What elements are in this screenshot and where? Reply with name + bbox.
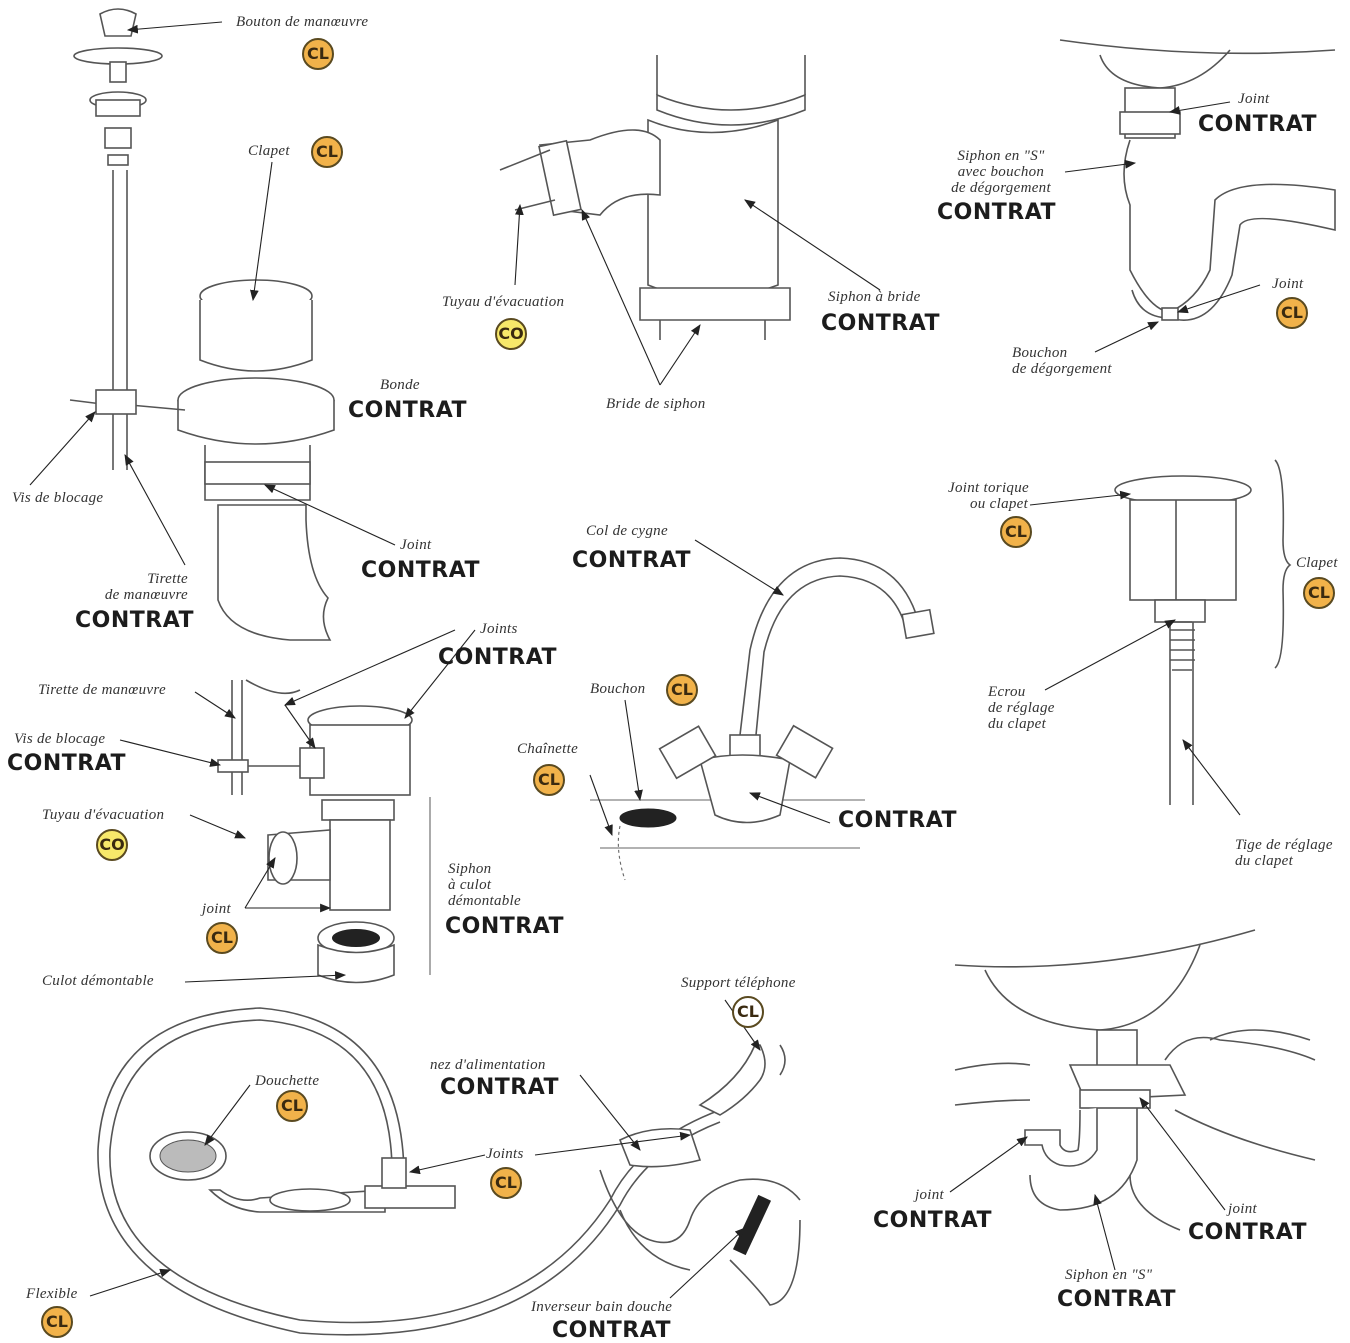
siphon-culot-label-3: démontable (448, 893, 521, 909)
joints-contrat: CONTRAT (438, 645, 558, 670)
inverseur-label: Inverseur bain douche (531, 1299, 673, 1315)
siphon-bride-drawing (499, 55, 806, 340)
clapet-badge: CL (311, 136, 343, 168)
joint-torique-badge: CL (1000, 516, 1032, 548)
bonde-drawing (69, 8, 335, 641)
support-telephone-label: Support téléphone (681, 975, 796, 991)
joint-right-contrat: CONTRAT (1188, 1220, 1308, 1245)
bouchon-label: Bouchon (590, 681, 646, 697)
douchette-badge: CL (276, 1090, 308, 1122)
siphon-culot-label-2: à culot (448, 877, 492, 893)
tuyau-evacuation-2-label: Tuyau d'évacuation (42, 807, 165, 823)
bouchon-degorgement-label-1: Bouchon (1012, 345, 1068, 361)
vis-blocage-2-contrat: CONTRAT (7, 751, 127, 776)
joint-left-contrat: CONTRAT (873, 1208, 993, 1233)
ecrou-label-1: Ecrou (988, 684, 1026, 700)
tige-reglage-label-2: du clapet (1235, 853, 1294, 869)
joint-label: Joint (400, 537, 432, 553)
siphon-culot-contrat: CONTRAT (445, 914, 565, 939)
joint-culot-badge: CL (206, 922, 238, 954)
joint-contrat: CONTRAT (361, 558, 481, 583)
joint-left-label: joint (915, 1187, 945, 1203)
joint-top-label: Joint (1238, 91, 1270, 107)
clapet-label: Clapet (248, 143, 290, 159)
tirette-manoeuvre-label: Tirette de manœuvre (38, 682, 166, 698)
siphon-s-top-drawing (1059, 39, 1336, 321)
robinet-contrat: CONTRAT (838, 808, 958, 833)
joints-douche-badge: CL (490, 1167, 522, 1199)
tirette-label-1: Tirette (147, 571, 188, 587)
douchette-label: Douchette (255, 1073, 320, 1089)
joint-top-contrat: CONTRAT (1198, 112, 1318, 137)
col-cygne-contrat: CONTRAT (572, 548, 692, 573)
vis-blocage-label: Vis de blocage (12, 490, 104, 506)
clapet-detail-drawing (1114, 459, 1292, 805)
joints-label: Joints (480, 621, 518, 637)
bonde-contrat: CONTRAT (348, 398, 468, 423)
nez-alimentation-contrat: CONTRAT (440, 1075, 560, 1100)
siphon-s-bottom-label: Siphon en "S" (1065, 1267, 1153, 1283)
siphon-bride-label: Siphon à bride (828, 289, 921, 305)
joint-culot-label: joint (202, 901, 232, 917)
bouton-manoeuvre-badge: CL (302, 38, 334, 70)
siphon-s-label-1: Siphon en "S" (957, 148, 1045, 164)
joint-bottom-label: Joint (1272, 276, 1304, 292)
tirette-label-2: de manœuvre (104, 587, 188, 603)
siphon-culot-drawing (217, 679, 431, 984)
leader-lines (29, 21, 1261, 1299)
siphon-bride-contrat: CONTRAT (821, 311, 941, 336)
flexible-label: Flexible (26, 1286, 78, 1302)
siphon-s-label-3: de dégorgement (951, 180, 1051, 196)
chainette-label: Chaînette (517, 741, 579, 757)
culot-demontable-label: Culot démontable (42, 973, 154, 989)
inverseur-contrat: CONTRAT (552, 1318, 672, 1343)
joint-torique-label-2: ou clapet (970, 496, 1029, 512)
col-cygne-label: Col de cygne (586, 523, 668, 539)
ecrou-label-3: du clapet (988, 716, 1047, 732)
bouchon-degorgement-label-2: de dégorgement (1012, 361, 1112, 377)
ecrou-label-2: de réglage (988, 700, 1055, 716)
bouton-manoeuvre-label: Bouton de manœuvre (236, 14, 369, 30)
siphon-s-bottom-contrat: CONTRAT (1057, 1287, 1177, 1312)
flexible-badge: CL (41, 1306, 73, 1338)
joint-right-label: joint (1228, 1201, 1258, 1217)
joint-torique-label-1: Joint torique (948, 480, 1029, 496)
nez-alimentation-label: nez d'alimentation (430, 1057, 546, 1073)
clapet-detail-label: Clapet (1296, 555, 1338, 571)
tirette-contrat: CONTRAT (75, 608, 195, 633)
tuyau-evacuation-label: Tuyau d'évacuation (442, 294, 565, 310)
joint-bottom-badge: CL (1276, 297, 1308, 329)
clapet-detail-badge: CL (1303, 577, 1335, 609)
vis-blocage-2-label: Vis de blocage (14, 731, 106, 747)
siphon-s-label-2: avec bouchon (957, 164, 1045, 180)
bouchon-badge: CL (666, 674, 698, 706)
joints-douche-label: Joints (486, 1146, 524, 1162)
tuyau-evacuation-2-badge: CO (96, 829, 128, 861)
douche-drawing (97, 1007, 801, 1336)
tuyau-evacuation-badge: CO (495, 318, 527, 350)
siphon-s-contrat: CONTRAT (937, 200, 1057, 225)
robinet-drawing (590, 557, 935, 881)
bonde-label: Bonde (380, 377, 420, 393)
bride-siphon-label: Bride de siphon (606, 396, 706, 412)
chainette-badge: CL (533, 764, 565, 796)
support-telephone-badge: CL (732, 996, 764, 1028)
siphon-culot-label-1: Siphon (448, 861, 492, 877)
siphon-s-bottom-drawing (954, 929, 1316, 1231)
tige-reglage-label-1: Tige de réglage (1235, 837, 1333, 853)
